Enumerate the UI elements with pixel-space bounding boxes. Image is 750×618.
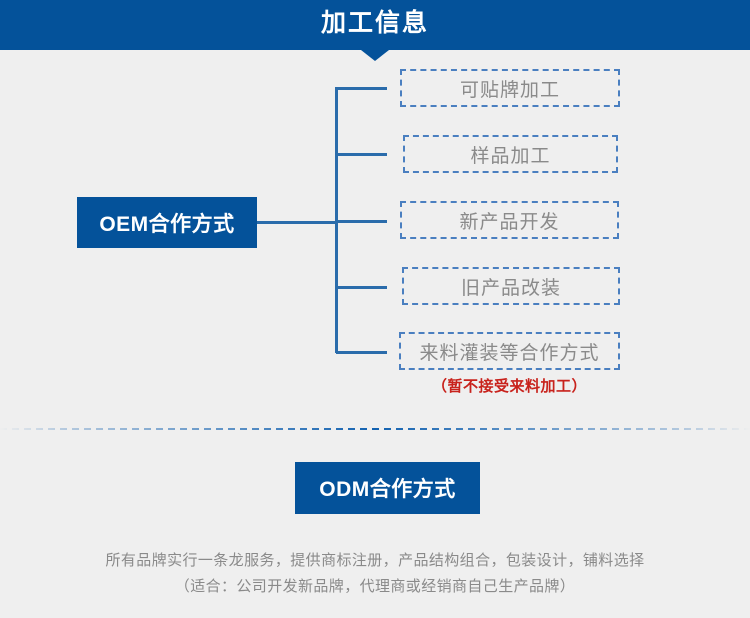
oem-node-label: OEM合作方式 xyxy=(77,197,257,248)
oem-branch-connector-1 xyxy=(336,87,387,90)
oem-item-label-sample-processing: 样品加工 xyxy=(403,135,618,173)
page-title: 加工信息 xyxy=(320,9,429,37)
oem-item-label-old-product-refit: 旧产品改装 xyxy=(402,267,620,305)
odm-description-line-2: （适合：公司开发新品牌，代理商或经销商自己生产品牌） xyxy=(174,578,576,595)
oem-item-label-material-filling: 来料灌装等合作方式 xyxy=(399,332,620,370)
oem-item-label-new-product-development: 新产品开发 xyxy=(400,201,619,239)
header-arrow-icon xyxy=(361,50,389,61)
odm-description: 所有品牌实行一条龙服务，提供商标注册，产品结构组合，包装设计，铺料选择 （适合：… xyxy=(0,548,750,600)
section-divider xyxy=(0,428,750,430)
oem-branch-connector-2 xyxy=(336,153,387,156)
oem-section: OEM合作方式 可贴牌加工 样品加工 新产品开发 旧产品改装 来料灌装等合作方式… xyxy=(0,50,750,420)
oem-item-label-brand-processing: 可贴牌加工 xyxy=(400,69,620,107)
odm-description-line-1: 所有品牌实行一条龙服务，提供商标注册，产品结构组合，包装设计，铺料选择 xyxy=(105,552,645,569)
oem-branch-connector-5 xyxy=(336,351,387,354)
oem-stem-connector xyxy=(257,221,336,224)
oem-note-text: （暂不接受来料加工） xyxy=(431,378,587,395)
oem-branch-connector-4 xyxy=(336,286,387,289)
odm-section: ODM合作方式 所有品牌实行一条龙服务，提供商标注册，产品结构组合，包装设计，铺… xyxy=(0,440,750,618)
odm-node-label: ODM合作方式 xyxy=(295,462,480,514)
page-header: 加工信息 xyxy=(0,0,750,50)
oem-branch-connector-3 xyxy=(336,220,387,223)
